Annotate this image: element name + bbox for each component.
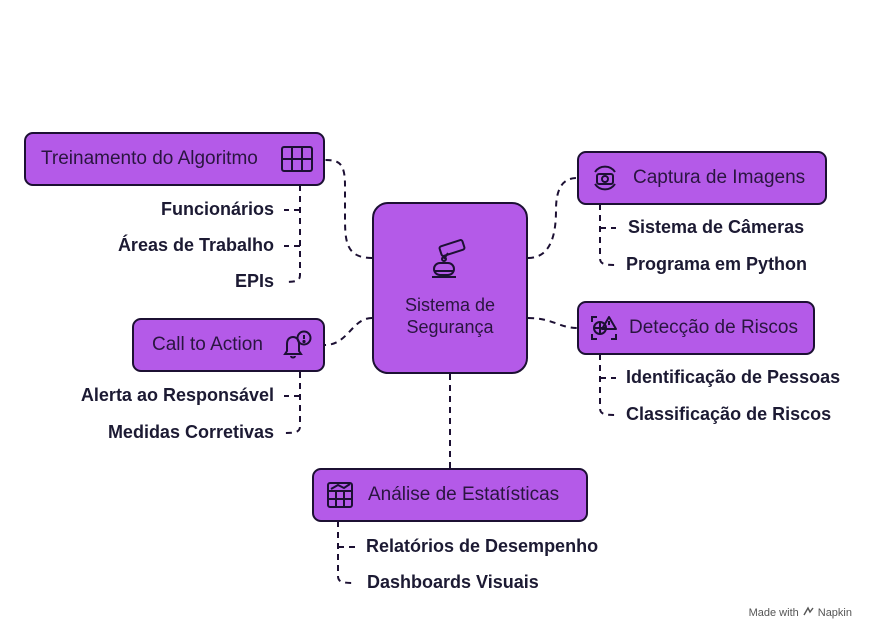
chart-table-icon xyxy=(326,481,354,509)
center-label-line1: Sistema de xyxy=(404,294,496,315)
risk-scan-icon xyxy=(589,313,619,343)
leaf-relatorios-desempenho: Relatórios de Desempenho xyxy=(366,536,599,556)
footer-branding: Made with Napkin xyxy=(749,606,852,620)
leaf-medidas-corretivas: Medidas Corretivas xyxy=(107,422,274,442)
leaf-classificacao-riscos: Classificação de Riscos xyxy=(626,404,832,424)
node-label: Treinamento do Algoritmo xyxy=(41,148,258,169)
node-label: Call to Action xyxy=(152,334,263,355)
node-label: Detecção de Riscos xyxy=(629,317,798,338)
napkin-logo-icon xyxy=(803,606,814,620)
node-label: Análise de Estatísticas xyxy=(368,484,560,505)
center-label-line2: Segurança xyxy=(406,316,494,337)
node-call-to-action: Call to Action xyxy=(132,318,325,372)
footer-text: Made with xyxy=(748,607,799,619)
node-treinamento-algoritmo: Treinamento do Algoritmo xyxy=(24,132,325,186)
node-captura-imagens: Captura de Imagens xyxy=(577,151,827,205)
leaf-funcionarios: Funcionários xyxy=(160,199,274,219)
leaf-sistema-cameras: Sistema de Câmeras xyxy=(628,217,805,237)
camera-icon xyxy=(591,164,619,192)
center-node-sistema-seguranca: Sistema de Segurança xyxy=(372,202,528,374)
node-label: Captura de Imagens xyxy=(633,167,806,188)
footer-brand: Napkin xyxy=(817,607,852,619)
bell-alert-icon xyxy=(281,330,313,360)
leaf-areas-trabalho: Áreas de Trabalho xyxy=(117,235,274,255)
node-analise-estatisticas: Análise de Estatísticas xyxy=(312,468,588,522)
leaf-alerta-responsavel: Alerta ao Responsável xyxy=(80,385,274,405)
node-deteccao-riscos: Detecção de Riscos xyxy=(577,301,815,355)
leaf-identificacao-pessoas: Identificação de Pessoas xyxy=(626,367,841,387)
security-camera-robot-icon xyxy=(428,238,472,288)
leaf-dashboards-visuais: Dashboards Visuais xyxy=(367,572,539,592)
leaf-programa-python: Programa em Python xyxy=(626,254,808,274)
leaf-epis: EPIs xyxy=(234,271,274,291)
grid-icon xyxy=(281,146,313,172)
